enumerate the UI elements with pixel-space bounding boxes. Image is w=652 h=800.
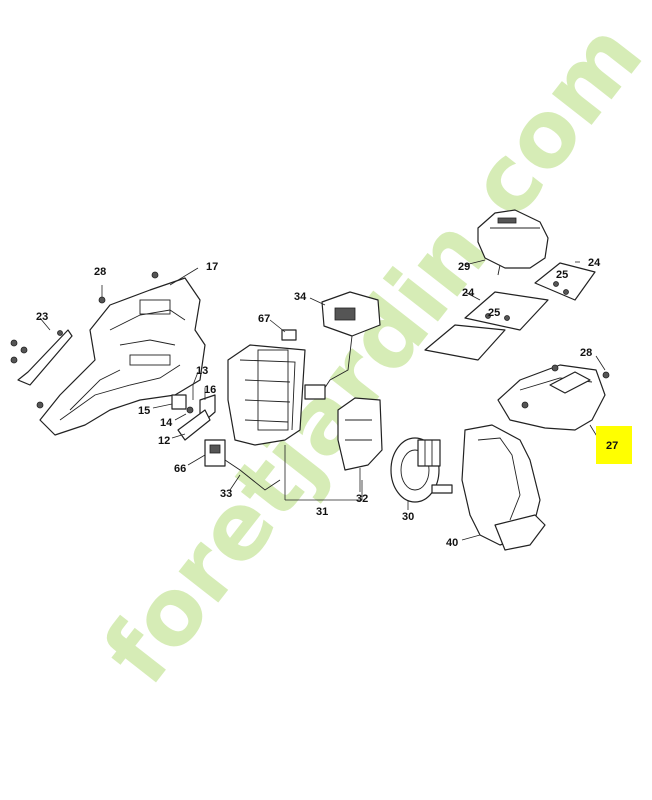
parts-switch-group [171,385,216,441]
label-34: 34 [294,291,307,303]
label-16: 16 [204,384,216,396]
part-24-plates [424,261,596,361]
part-28-screw-left [36,271,159,409]
label-15: 15 [138,405,150,417]
label-12: 12 [158,435,170,447]
label-31: 31 [316,506,328,518]
part-labels: 17 28 23 13 16 15 14 12 66 67 34 33 31 3… [36,257,618,549]
label-30: 30 [402,511,414,523]
part-29-cover [477,209,549,276]
part-67-connector [269,319,297,341]
label-14: 14 [160,417,173,429]
label-24-mid: 24 [462,287,475,299]
label-24-top: 24 [588,257,601,269]
part-31-housing [227,344,363,501]
part-30-motor [390,437,453,503]
label-17: 17 [206,261,218,273]
label-40: 40 [446,537,458,549]
leader-lines [39,259,606,541]
part-25-screws [485,281,569,321]
part-34-electronics [304,291,381,400]
label-25-top: 25 [556,269,568,281]
label-67: 67 [258,313,270,325]
label-23: 23 [36,311,48,323]
label-28-left: 28 [94,266,106,278]
part-17-housing [39,277,206,436]
part-32-bracket [337,397,383,471]
part-27-highlight [596,426,632,464]
label-29: 29 [458,261,470,273]
part-66-switch [204,439,226,467]
label-33: 33 [220,488,232,500]
part-40-handle [461,424,546,551]
part-23-strip [10,329,73,386]
label-28-right: 28 [580,347,592,359]
label-13: 13 [196,365,208,377]
label-66: 66 [174,463,186,475]
part-27-shroud [497,364,610,439]
part-33-rod [224,459,281,491]
label-25-mid: 25 [488,307,500,319]
label-32: 32 [356,493,368,505]
label-27: 27 [606,440,618,452]
